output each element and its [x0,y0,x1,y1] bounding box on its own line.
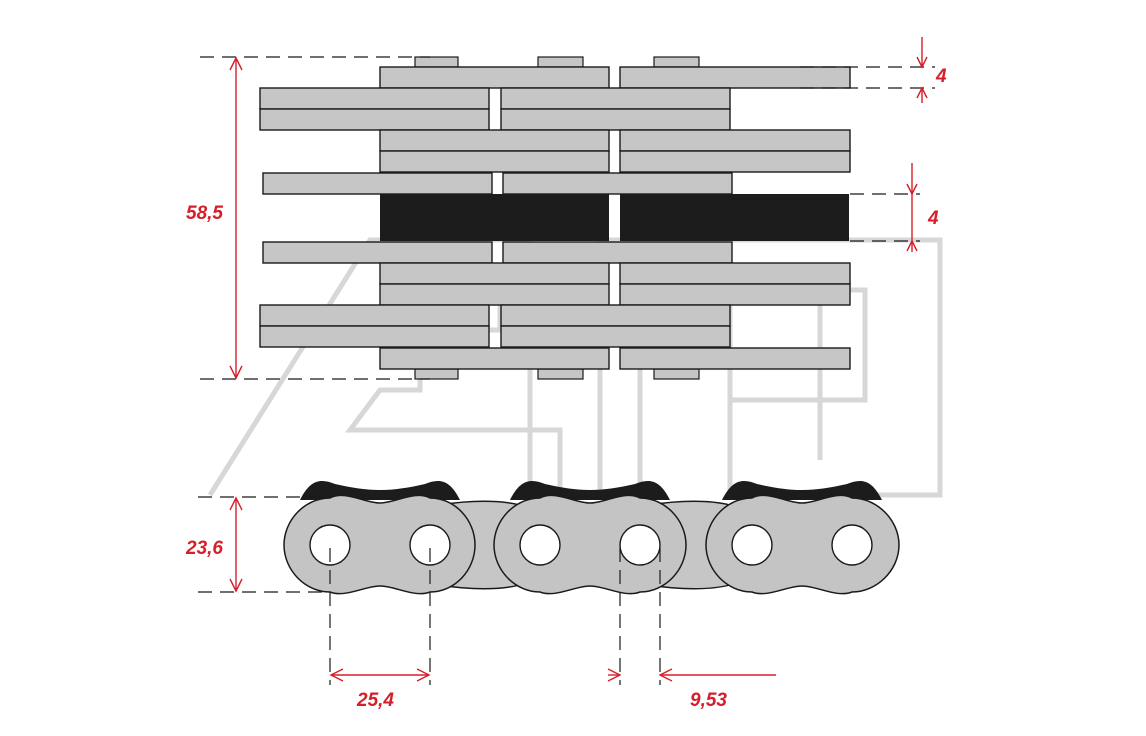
hole-3b [831,524,873,566]
dimension-pitch: 25,4 [329,548,431,711]
side-link-2 [493,494,687,595]
hole-1a [309,524,351,566]
label-roller-width: 4 [927,208,939,229]
dimension-roller-width: 4 [850,163,939,252]
dimension-overall-width: 58,5 [186,56,430,380]
hole-2a [519,524,561,566]
side-link-3 [705,494,900,595]
label-plate-thickness: 4 [935,66,947,87]
top-view-plates [259,66,851,370]
label-roller-diameter: 9,53 [690,690,727,711]
roller-row-left [380,194,609,241]
label-chain-height: 23,6 [185,538,223,559]
roller-row-right [620,194,849,241]
label-overall-width: 58,5 [186,203,223,224]
dimension-plate-thickness: 4 [800,37,947,103]
hole-2b [619,524,661,566]
label-pitch: 25,4 [356,690,394,711]
hole-1b [409,524,451,566]
dimension-roller-diameter: 9,53 [607,548,776,711]
hole-3a [731,524,773,566]
side-view-chain [283,481,900,595]
dimension-chain-height: 23,6 [185,496,330,593]
